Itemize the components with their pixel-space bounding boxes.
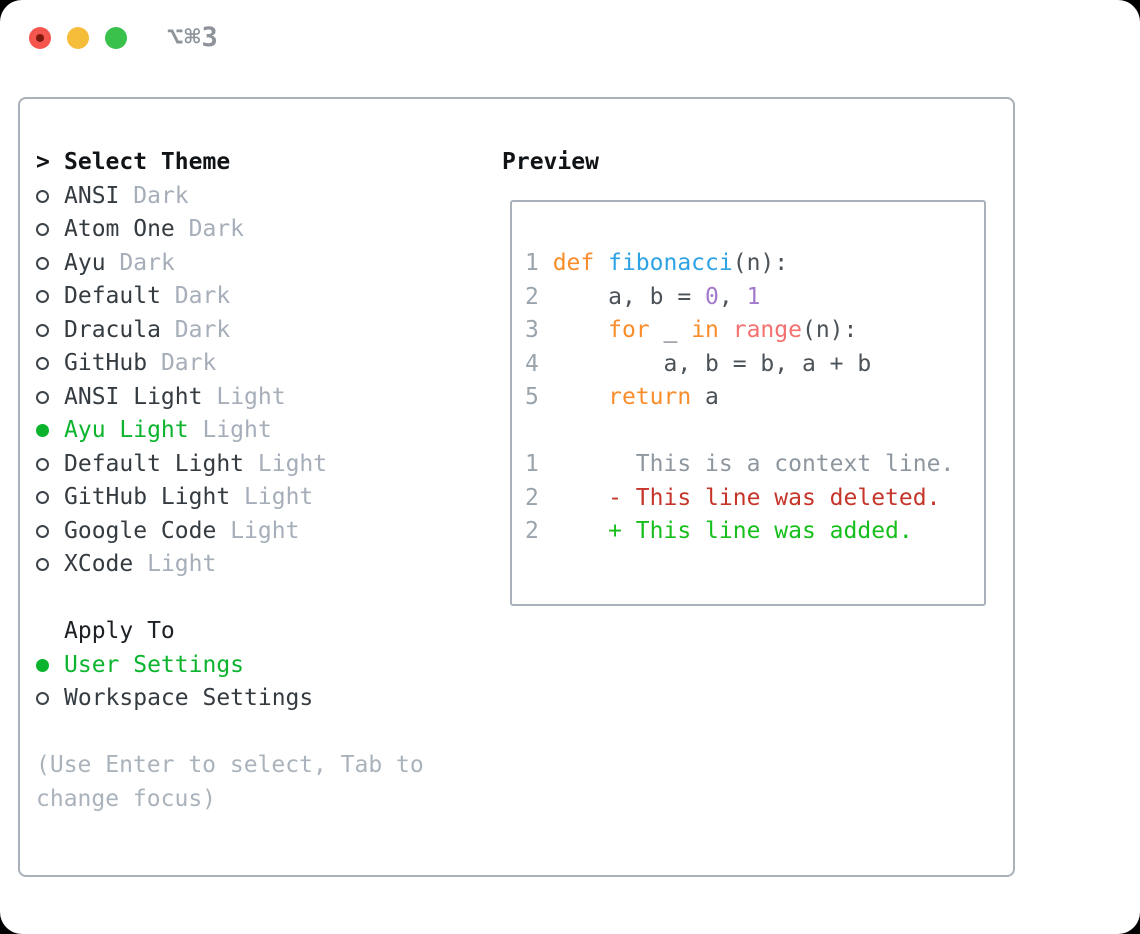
code-line-1: 1 def fibonacci(n): bbox=[525, 250, 789, 276]
theme-option-google-code-light[interactable]: Google Code Light bbox=[36, 515, 424, 549]
theme-option-default-dark[interactable]: Default Dark bbox=[36, 280, 424, 314]
hint-text-line2: change focus) bbox=[36, 785, 217, 812]
code-preview: 1 def fibonacci(n): 2 a, b = 0, 1 3 for … bbox=[525, 247, 954, 549]
apply-to-title: Apply To bbox=[64, 618, 175, 644]
radio-icon bbox=[36, 692, 64, 706]
code-line-4: 4 a, b = b, a + b bbox=[525, 350, 872, 377]
radio-icon bbox=[36, 189, 64, 203]
theme-option-ayu-dark[interactable]: Ayu Dark bbox=[36, 247, 424, 281]
minimize-button[interactable] bbox=[67, 27, 89, 49]
theme-option-atom-one-dark[interactable]: Atom One Dark bbox=[36, 213, 424, 247]
radio-icon bbox=[36, 390, 64, 404]
radio-icon bbox=[36, 558, 64, 572]
select-theme-title: Select Theme bbox=[64, 149, 231, 175]
hint-text-line1: (Use Enter to select, Tab to bbox=[36, 752, 424, 778]
theme-option-ayu-light-selected[interactable]: Ayu Light Light bbox=[36, 414, 424, 448]
preview-title: Preview bbox=[502, 149, 599, 175]
radio-icon bbox=[36, 223, 64, 237]
diff-deleted-line: 2 - This line was deleted. bbox=[525, 484, 941, 511]
diff-added-line: 2 + This line was added. bbox=[525, 518, 913, 544]
window-title: ⌥⌘3 bbox=[167, 22, 219, 53]
radio-icon bbox=[36, 256, 64, 270]
radio-icon bbox=[36, 491, 64, 505]
radio-selected-icon bbox=[36, 658, 64, 672]
code-line-2: 2 a, b = 0, 1 bbox=[525, 283, 761, 310]
theme-option-xcode-light[interactable]: XCode Light bbox=[36, 548, 424, 582]
zoom-button[interactable] bbox=[105, 27, 127, 49]
radio-icon bbox=[36, 357, 64, 371]
diff-context-line: 1 This is a context line. bbox=[525, 451, 955, 477]
close-button[interactable] bbox=[29, 27, 51, 49]
spacer bbox=[525, 415, 954, 449]
radio-icon bbox=[36, 290, 64, 304]
select-theme-header: > Select Theme bbox=[36, 146, 424, 180]
code-line-5: 5 return a bbox=[525, 384, 719, 410]
theme-option-ansi-dark[interactable]: ANSI Dark bbox=[36, 180, 424, 214]
radio-icon bbox=[36, 524, 64, 538]
close-dot-icon bbox=[36, 34, 44, 42]
theme-option-default-light[interactable]: Default Light Light bbox=[36, 448, 424, 482]
radio-selected-icon bbox=[36, 424, 64, 438]
theme-option-github-light[interactable]: GitHub Light Light bbox=[36, 481, 424, 515]
theme-option-github-dark[interactable]: GitHub Dark bbox=[36, 347, 424, 381]
theme-selector: > Select Theme ANSI Dark Atom One Dark A… bbox=[36, 146, 424, 816]
radio-icon bbox=[36, 457, 64, 471]
cursor-caret-icon: > bbox=[36, 149, 50, 175]
code-line-3: 3 for _ in range(n): bbox=[525, 317, 858, 343]
theme-option-dracula-dark[interactable]: Dracula Dark bbox=[36, 314, 424, 348]
radio-icon bbox=[36, 323, 64, 337]
apply-option-user-settings-selected[interactable]: User Settings bbox=[36, 649, 424, 683]
apply-to-header: Apply To bbox=[36, 615, 424, 649]
theme-option-ansi-light[interactable]: ANSI Light Light bbox=[36, 381, 424, 415]
apply-option-workspace-settings[interactable]: Workspace Settings bbox=[36, 682, 424, 716]
spacer bbox=[36, 582, 424, 616]
spacer bbox=[36, 716, 424, 750]
preview-box bbox=[510, 200, 986, 606]
